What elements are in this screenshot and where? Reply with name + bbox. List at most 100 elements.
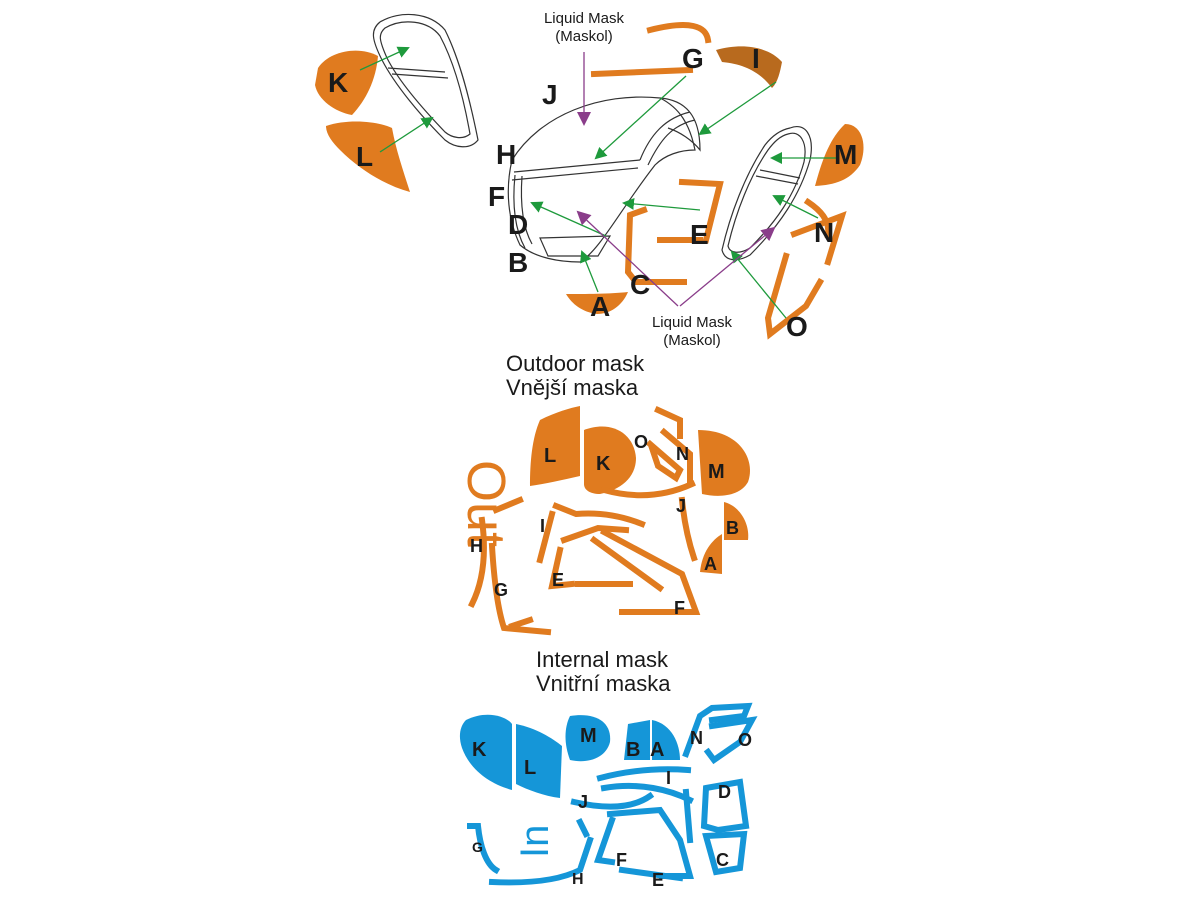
- internal-strip-C: [702, 830, 748, 876]
- internal-mask-sheet: In K L M B A N O I J D G F C H E: [459, 702, 758, 890]
- outdoor-strip-H: [467, 496, 524, 609]
- label-B-top: B: [508, 247, 528, 278]
- label-A-top: A: [590, 291, 610, 322]
- outdoor-label-E: E: [552, 570, 564, 590]
- internal-strip-D: [700, 778, 750, 834]
- outdoor-strip-I: [536, 502, 646, 564]
- strip-I-top: [716, 46, 782, 88]
- arrow-K: [359, 46, 410, 71]
- internal-label-O: O: [738, 730, 752, 750]
- arrow-A: [580, 250, 599, 293]
- top-green-arrows: [359, 46, 836, 319]
- label-C-top: C: [630, 269, 650, 300]
- internal-strip-O: [703, 716, 758, 765]
- internal-strip-I: [596, 766, 695, 805]
- arrow-I: [698, 81, 777, 136]
- label-J-top: J: [542, 79, 558, 110]
- outdoor-label-B: B: [726, 518, 739, 538]
- internal-strip-E: [618, 866, 684, 882]
- outdoor-strip-N: [659, 427, 693, 485]
- internal-strip-G: [467, 823, 501, 875]
- outdoor-piece-A: [700, 534, 722, 574]
- internal-side-word: In: [513, 825, 557, 858]
- internal-label-C: C: [716, 850, 729, 870]
- arrow-N: [772, 195, 819, 219]
- outdoor-label-L: L: [544, 445, 556, 467]
- strip-G-top: [590, 22, 712, 78]
- liquid-mask-note-top: Liquid Mask (Maskol): [528, 10, 640, 46]
- outdoor-solid-pieces: [530, 406, 750, 574]
- piece-M-top: [815, 124, 864, 186]
- arrow-L: [379, 116, 434, 153]
- outdoor-label-F: F: [674, 598, 685, 618]
- outdoor-label-O: O: [634, 432, 648, 452]
- outdoor-piece-K: [584, 426, 636, 494]
- internal-strip-N: [682, 702, 753, 758]
- outdoor-label-I: I: [540, 516, 545, 536]
- internal-mask-title-cz: Vnitřní maska: [536, 671, 671, 696]
- label-G-top: G: [682, 43, 704, 74]
- internal-label-J: J: [578, 792, 588, 812]
- internal-label-B: B: [626, 739, 640, 761]
- label-K-top: K: [328, 67, 348, 98]
- arrow-G: [594, 75, 687, 160]
- outdoor-label-G: G: [494, 580, 508, 600]
- outdoor-mask-title-cz: Vnější maska: [506, 375, 639, 400]
- outdoor-label-M: M: [708, 461, 725, 483]
- internal-strip-F: [593, 806, 694, 879]
- internal-piece-B: [624, 720, 650, 760]
- internal-strip-H: [488, 817, 594, 886]
- outdoor-label-A: A: [704, 554, 717, 574]
- liquid-mask-note-bottom: Liquid Mask (Maskol): [636, 314, 748, 350]
- internal-piece-M: [565, 715, 611, 762]
- outdoor-label-K: K: [596, 453, 611, 475]
- liquid-mask-note-top-line2: (Maskol): [555, 28, 613, 45]
- outdoor-piece-B: [724, 502, 749, 540]
- internal-labels: K L M B A N O I J D G F C H E: [472, 725, 752, 890]
- label-L-top: L: [356, 141, 373, 172]
- internal-label-E: E: [652, 870, 664, 890]
- outdoor-piece-L: [530, 406, 580, 486]
- liquid-mask-note-bottom-line2: (Maskol): [663, 332, 721, 349]
- top-orange-strips: [590, 22, 847, 340]
- right-window-outline: [721, 126, 812, 261]
- outdoor-mask-sheet: Out L K O N M J B I H A E G F: [456, 406, 750, 636]
- internal-piece-A: [652, 720, 680, 760]
- label-I-top: I: [752, 43, 760, 74]
- outdoor-strip-E: [548, 524, 633, 590]
- outdoor-strip-J: [600, 480, 698, 562]
- canopy-section: K L J H F D B A C E G I M N O: [315, 13, 864, 342]
- label-H-top: H: [496, 139, 516, 170]
- outdoor-side-word: Out: [456, 460, 516, 547]
- internal-label-L: L: [524, 757, 536, 779]
- outdoor-label-J: J: [676, 496, 686, 516]
- outdoor-strips: [467, 406, 701, 636]
- top-labels: K L J H F D B A C E G I M N O: [328, 43, 857, 342]
- internal-label-D: D: [718, 782, 731, 802]
- internal-label-N: N: [690, 728, 703, 748]
- internal-label-A: A: [650, 739, 664, 761]
- arrow-E: [622, 197, 701, 211]
- label-M-top: M: [834, 139, 857, 170]
- top-purple-arrows: [576, 52, 776, 307]
- outdoor-mask-title: Outdoor mask Vnější maska: [506, 352, 644, 400]
- outdoor-strip-G: [488, 542, 552, 636]
- internal-mask-title-en: Internal mask: [536, 647, 669, 672]
- top-orange-pieces: [315, 50, 864, 314]
- label-F-top: F: [488, 181, 505, 212]
- internal-mask-title: Internal mask Vnitřní maska: [536, 648, 671, 696]
- liquid-mask-note-bottom-line1: Liquid Mask: [651, 314, 733, 331]
- internal-solid-pieces: [459, 714, 680, 798]
- internal-piece-L: [516, 724, 562, 798]
- piece-L-top: [326, 121, 410, 192]
- internal-label-M: M: [580, 725, 597, 747]
- liquid-mask-note-top-line1: Liquid Mask: [543, 10, 625, 27]
- outdoor-strip-O: [645, 406, 684, 483]
- strip-N-top: [803, 197, 832, 239]
- internal-label-F: F: [616, 850, 627, 870]
- label-N-top: N: [814, 217, 834, 248]
- internal-label-K: K: [472, 739, 487, 761]
- strip-E-top: [657, 178, 724, 244]
